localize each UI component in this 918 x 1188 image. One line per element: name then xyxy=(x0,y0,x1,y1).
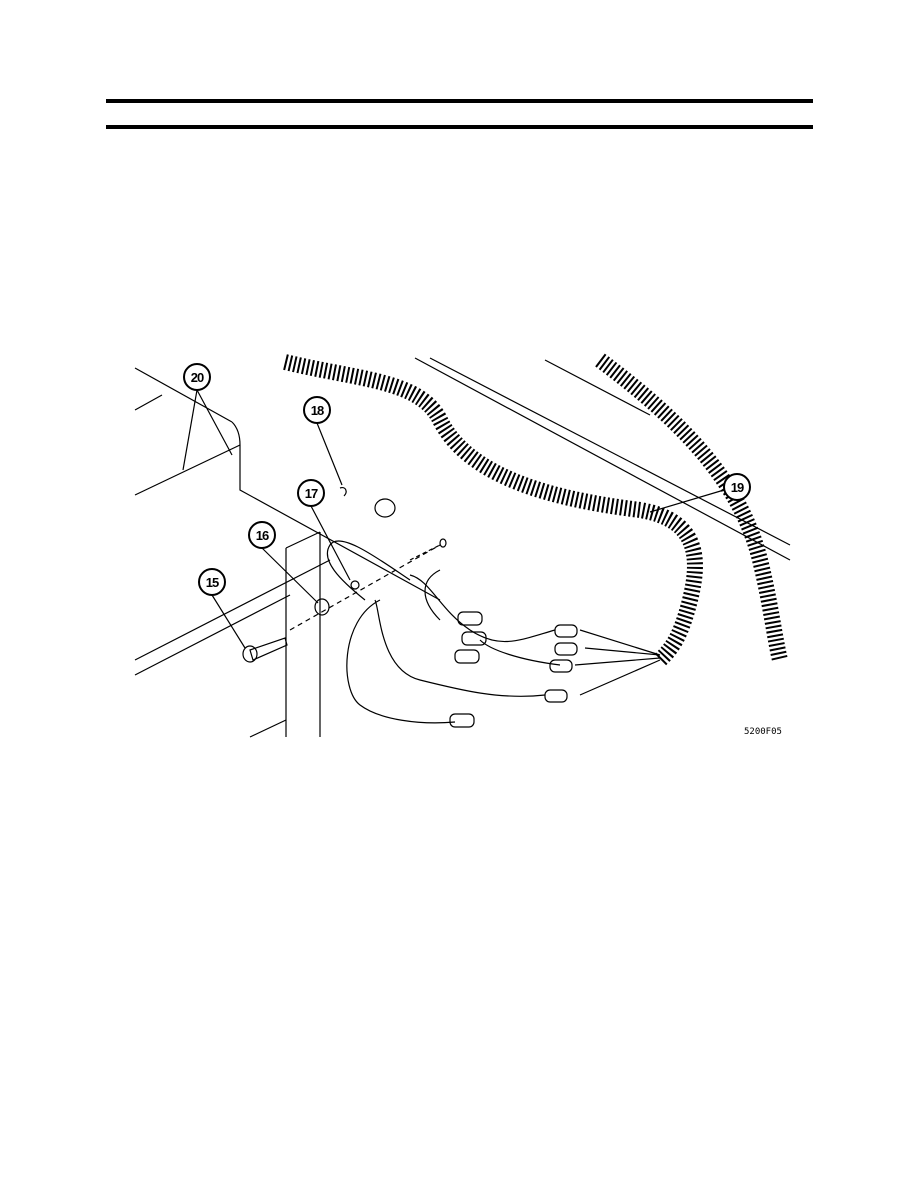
svg-text:16: 16 xyxy=(256,528,269,543)
wires xyxy=(326,540,661,724)
callout-20: 20 xyxy=(183,363,211,391)
connectors xyxy=(374,498,578,728)
leader-lines xyxy=(182,389,725,649)
callout-19: 19 xyxy=(723,473,751,501)
callout-16: 16 xyxy=(248,521,276,549)
svg-text:15: 15 xyxy=(206,575,219,590)
svg-text:18: 18 xyxy=(311,403,324,418)
header-rule-top xyxy=(106,99,813,103)
callout-18: 18 xyxy=(303,396,331,424)
panel-outline xyxy=(134,357,791,738)
callout-17: 17 xyxy=(297,479,325,507)
svg-text:20: 20 xyxy=(191,370,204,385)
svg-text:19: 19 xyxy=(731,480,744,495)
hardware xyxy=(242,487,441,663)
svg-text:17: 17 xyxy=(305,486,318,501)
callout-15: 15 xyxy=(198,568,226,596)
header-rule-bottom xyxy=(106,125,813,129)
figure-code: 5200F05 xyxy=(744,727,782,737)
